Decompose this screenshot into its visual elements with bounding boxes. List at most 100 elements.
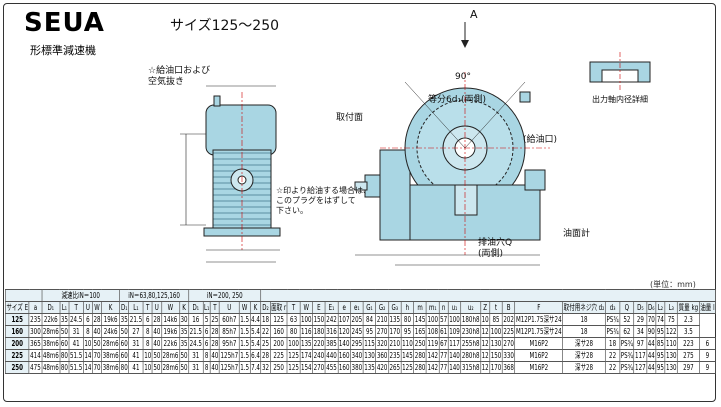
column-header: m₁ xyxy=(426,301,440,314)
table-cell: 18 xyxy=(562,325,606,338)
table-cell: 1.5 xyxy=(238,313,251,326)
column-header: D₂ xyxy=(260,301,271,314)
column-header: e xyxy=(337,301,351,314)
table-cell: 8 xyxy=(82,325,93,338)
table-cell: 140 xyxy=(447,361,462,374)
table-cell: 63 xyxy=(286,313,301,326)
column-header: K xyxy=(249,301,262,314)
table-cell: 25 xyxy=(260,337,271,350)
column-header: L₁ xyxy=(128,301,144,314)
table-cell: 70 xyxy=(646,313,657,326)
table-cell: 142 xyxy=(426,349,440,362)
table-cell: 19k6 xyxy=(161,325,180,338)
table-cell: 210 xyxy=(388,337,402,350)
table-cell: 119 xyxy=(426,337,440,350)
table-cell: 8 xyxy=(202,361,211,374)
table-cell: 35 xyxy=(179,337,189,350)
table-cell: 368 xyxy=(501,361,516,374)
table-cell: 95 xyxy=(655,349,666,362)
table-cell: 41 xyxy=(128,361,144,374)
table-cell: 深サ28 xyxy=(562,361,606,374)
column-header: L₃ xyxy=(664,301,678,314)
table-cell: 35 xyxy=(179,325,189,338)
table-cell: 100 xyxy=(489,325,503,338)
size-cell: 225 xyxy=(4,349,30,362)
table-cell: 38m6 xyxy=(41,337,61,350)
column-header: D₁ xyxy=(119,301,130,314)
table-cell: 8 xyxy=(202,349,211,362)
table-cell: 85h7 xyxy=(219,325,240,338)
table-cell: 8 xyxy=(142,337,153,350)
column-header: D₁ xyxy=(41,301,61,314)
column-header: T xyxy=(286,301,301,314)
table-cell: 50 xyxy=(179,361,189,374)
table-cell: 6 xyxy=(698,337,716,350)
table-cell: 316 xyxy=(324,325,339,338)
table-cell: 360 xyxy=(375,349,389,362)
table-cell: 57 xyxy=(438,313,449,326)
table-cell: 125h7 xyxy=(219,349,240,362)
column-header: 油量 l xyxy=(698,301,716,314)
table-cell: 28 xyxy=(210,325,220,338)
table-cell: 61 xyxy=(438,325,449,338)
table-cell: 100 xyxy=(447,313,462,326)
table-cell: 297 xyxy=(677,361,700,374)
table-cell: 40 xyxy=(210,349,220,362)
table-cell: 125 xyxy=(286,349,301,362)
table-cell: 270 xyxy=(501,337,516,350)
table-cell: 110 xyxy=(664,337,678,350)
table-cell: 3.5 xyxy=(677,325,700,338)
table-cell: 75 xyxy=(664,313,678,326)
table-cell: 122 xyxy=(664,325,678,338)
table-cell: 85 xyxy=(655,337,666,350)
table-cell: 145 xyxy=(400,349,415,362)
table-cell: 270 xyxy=(375,325,389,338)
column-header: B xyxy=(501,301,516,314)
column-header: t xyxy=(489,301,503,314)
table-cell: 142 xyxy=(426,361,440,374)
table-cell: 6 xyxy=(202,337,211,350)
table-cell: 8 xyxy=(142,325,153,338)
table-cell: PS¾ xyxy=(605,313,621,326)
table-cell: 125 xyxy=(286,361,301,374)
table-cell: 80 xyxy=(59,349,70,362)
table-cell: 28 xyxy=(151,313,162,326)
table-cell: 154 xyxy=(299,361,313,374)
table-cell: 6.4 xyxy=(249,349,262,362)
rest-group-header xyxy=(260,289,717,302)
equal-holes-label: 等分6d₁(両側) xyxy=(428,95,487,105)
table-cell: 295 xyxy=(350,337,364,350)
table-cell: 117 xyxy=(447,337,462,350)
table-cell: 6 xyxy=(202,325,211,338)
angle-label: 90° xyxy=(455,72,471,82)
table-cell: 21.5 xyxy=(128,313,144,326)
table-cell: 380 xyxy=(350,361,364,374)
table-cell: 90 xyxy=(646,325,657,338)
table-cell: 深サ28 xyxy=(562,349,606,362)
table-cell: 28m6 xyxy=(101,337,120,350)
column-header: d₃ xyxy=(605,301,621,314)
table-cell: 250 xyxy=(269,361,288,374)
side-view xyxy=(180,85,281,263)
table-cell: 35 xyxy=(59,313,70,326)
table-cell: 51.5 xyxy=(68,361,84,374)
table-cell: 25 xyxy=(210,313,220,326)
table-cell: 28 xyxy=(210,337,220,350)
table-cell: 365 xyxy=(28,337,43,350)
model-title: SEUA xyxy=(24,8,105,38)
table-cell: M12P1.75深サ24 xyxy=(514,325,563,338)
table-cell: 210 xyxy=(375,313,389,326)
table-cell: 160 xyxy=(269,325,288,338)
table-cell: 300 xyxy=(28,325,43,338)
table-cell: 28 xyxy=(260,349,271,362)
table-cell: 35 xyxy=(119,313,130,326)
table-cell: 24.5 xyxy=(68,313,84,326)
table-cell: 140 xyxy=(447,349,462,362)
table-cell: 130 xyxy=(489,337,503,350)
table-cell: 1.5 xyxy=(238,361,251,374)
table-cell: 135 xyxy=(362,361,377,374)
table-cell: 107 xyxy=(337,313,351,326)
